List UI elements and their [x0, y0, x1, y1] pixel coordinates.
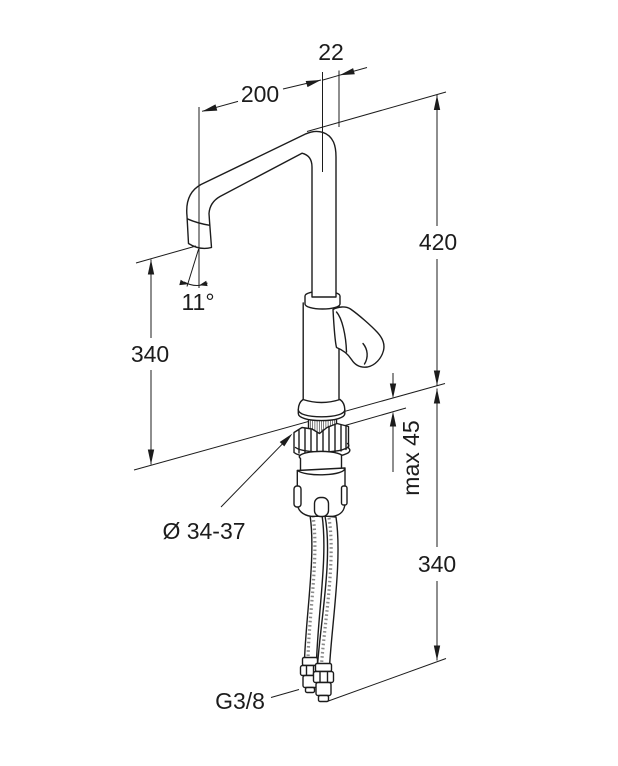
leader-line — [270, 689, 300, 698]
aerator-joint-line — [186, 218, 211, 226]
dim-hose-length: 340 — [326, 388, 456, 702]
dim-hole-diameter: Ø 34-37 — [162, 433, 293, 544]
ext-line-spout-top — [306, 91, 447, 132]
housing-tab-left — [293, 485, 302, 508]
flange-rim-line — [297, 409, 346, 418]
supply-hoses — [303, 514, 339, 669]
label-connection-thread: G3/8 — [215, 688, 265, 714]
label-total-height: 420 — [419, 229, 457, 255]
deck-bottom-line — [337, 407, 407, 428]
dim-outlet-height: 340 — [131, 245, 197, 465]
dim-max-deck-thickness: max 45 — [389, 373, 424, 496]
mounting-housing — [293, 467, 348, 517]
label-max-deck-thickness: max 45 — [398, 420, 424, 495]
arrowhead — [305, 80, 321, 88]
ext-line-hose-end — [326, 658, 447, 702]
nut-ribs — [298, 423, 347, 455]
deck-top-line — [133, 383, 446, 471]
label-hose-length: 340 — [418, 551, 456, 577]
arrowhead — [389, 383, 397, 399]
label-outlet-height: 340 — [131, 341, 169, 367]
arrowhead — [179, 279, 188, 286]
spout — [186, 130, 337, 298]
ext-line-outlet-level — [135, 245, 197, 264]
dim-spout-reach: 200 — [198, 79, 322, 288]
arrowhead — [147, 259, 155, 275]
base-flange — [297, 398, 346, 422]
arrowhead — [433, 388, 441, 404]
label-hole-diameter: Ø 34-37 — [162, 518, 245, 544]
arrowhead — [433, 645, 441, 661]
arrowhead — [389, 411, 397, 427]
arrowhead — [433, 370, 441, 386]
arrowhead — [339, 68, 355, 76]
arrowhead — [279, 433, 293, 447]
housing-tab-center — [313, 496, 330, 518]
housing-seam-line — [296, 467, 346, 476]
dim-pipe-diameter: 22 — [318, 39, 368, 172]
hose-left-braid — [306, 515, 317, 660]
handle — [332, 306, 385, 368]
faucet — [186, 130, 385, 517]
leader-line — [220, 442, 284, 508]
hose-fittings — [299, 656, 335, 703]
housing-tab-right — [340, 485, 348, 506]
dim-outlet-angle: 11° — [179, 248, 215, 315]
angle-reference-line — [186, 248, 200, 287]
deck-surface-lines — [133, 383, 446, 471]
fitting-right — [312, 662, 335, 703]
handle-contour-line — [335, 311, 348, 353]
arrowhead — [147, 449, 155, 465]
arrowhead — [202, 104, 218, 112]
label-pipe-diameter: 22 — [318, 39, 344, 65]
label-outlet-angle: 11° — [181, 289, 214, 315]
arrowhead — [199, 280, 208, 287]
arrowhead — [433, 95, 441, 110]
handle-knob-line — [362, 342, 368, 365]
label-spout-reach: 200 — [241, 81, 279, 107]
socket — [298, 450, 343, 472]
dim-total-height: 420 — [306, 91, 457, 386]
dim-connection-thread: G3/8 — [215, 688, 300, 714]
